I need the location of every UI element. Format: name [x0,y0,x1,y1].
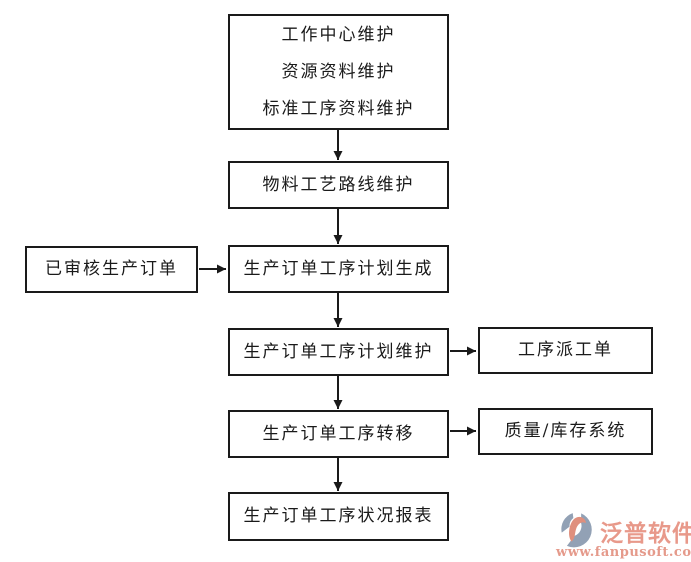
node-quality-inventory: 质量/库存系统 [478,408,653,455]
node-operation-transfer: 生产订单工序转移 [228,410,449,458]
fanpusoft-watermark: 泛普软件 www.fanpusoft.com [548,508,691,562]
node-routing-maintain-label: 物料工艺路线维护 [262,174,415,195]
node-operation-transfer-label: 生产订单工序转移 [262,423,415,444]
node-status-report-label: 生产订单工序状况报表 [243,506,434,527]
node-master-data-line2: 资源资料维护 [281,61,396,82]
node-master-data: 工作中心维护 资源资料维护 标准工序资料维护 [228,14,449,130]
node-plan-maintain: 生产订单工序计划维护 [228,328,449,376]
node-routing-maintain: 物料工艺路线维护 [228,161,449,209]
node-approved-order: 已审核生产订单 [25,246,198,293]
node-plan-maintain-label: 生产订单工序计划维护 [243,341,434,362]
fanpusoft-brand-text: 泛普软件 [600,520,691,547]
node-quality-inventory-label: 质量/库存系统 [504,421,627,442]
node-status-report: 生产订单工序状况报表 [228,492,449,541]
node-dispatch-order: 工序派工单 [478,327,653,374]
fanpusoft-url-text: www.fanpusoft.com [556,545,691,560]
node-dispatch-order-label: 工序派工单 [518,340,613,361]
node-plan-generate-label: 生产订单工序计划生成 [243,258,434,279]
node-plan-generate: 生产订单工序计划生成 [228,245,449,293]
node-approved-order-label: 已审核生产订单 [45,259,178,280]
node-master-data-line3: 标准工序资料维护 [262,98,415,119]
node-master-data-line1: 工作中心维护 [281,24,396,45]
fanpusoft-logo-icon [561,513,592,548]
